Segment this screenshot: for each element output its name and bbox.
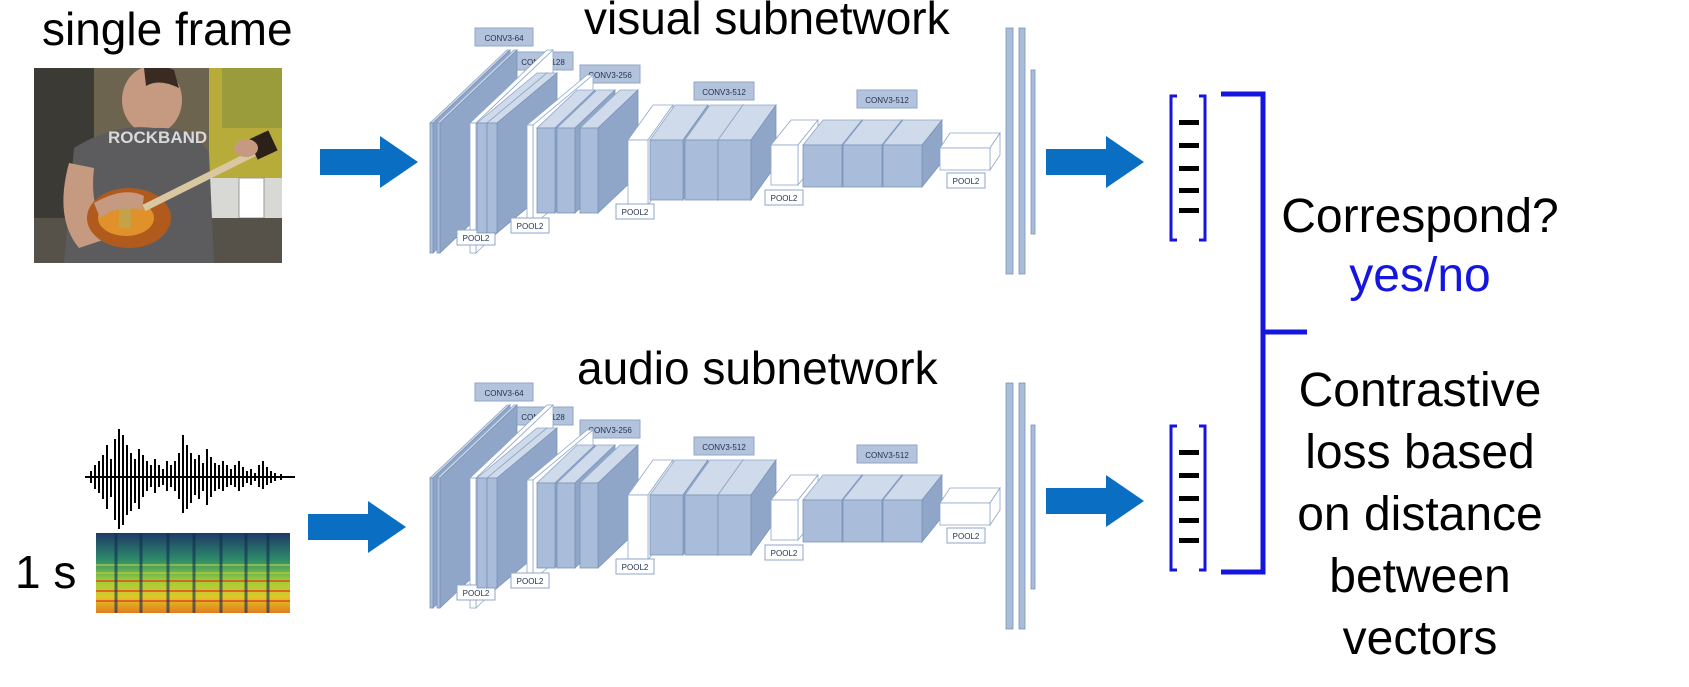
vector-element (1179, 518, 1199, 523)
contrastive-line: vectors (1342, 612, 1498, 665)
fc-layer (1030, 424, 1036, 590)
contrastive-loss-text: Contrastive loss based on distance betwe… (1280, 360, 1560, 670)
vector-element (1179, 473, 1199, 478)
fc-layer (1005, 27, 1014, 275)
conv-label: CONV3-64 (484, 389, 524, 398)
vector-element (1179, 496, 1199, 501)
pool-label: POOL2 (771, 549, 798, 558)
pool-label: POOL2 (953, 532, 980, 541)
audio-subnetwork-label: audio subnetwork (577, 342, 938, 394)
pool-label: POOL2 (517, 577, 544, 586)
conv-block-stage5 (802, 118, 943, 189)
conv-label: CONV3-256 (588, 71, 632, 80)
joining-bracket (1221, 91, 1307, 575)
vector-element (1179, 208, 1199, 213)
pool-label-box (764, 189, 804, 206)
contrastive-line: between (1329, 550, 1511, 603)
conv-label: CONV3-512 (865, 96, 909, 105)
pool-label-box (510, 572, 550, 589)
single-frame-label: single frame (42, 3, 293, 55)
pool-label-box (615, 558, 655, 575)
conv-label: CONV3-64 (484, 34, 524, 43)
vector-element (1179, 166, 1199, 171)
fc-layer (1030, 69, 1036, 235)
pool-block-stage5 (939, 131, 1001, 172)
duration-label: 1 s (15, 546, 77, 598)
conv-label: CONV3-512 (702, 443, 746, 452)
fc-layer (1018, 382, 1026, 630)
conv-label-box (474, 382, 534, 402)
yes-no-answer: yes/no (1349, 249, 1491, 302)
pool-label: POOL2 (517, 222, 544, 231)
pool-label-box (615, 203, 655, 220)
guitar-player-image: ROCKBAND (34, 65, 282, 263)
vector-element (1179, 538, 1199, 543)
conv-label: CONV3-512 (702, 88, 746, 97)
pool-label-box (764, 544, 804, 561)
conv-label-box (693, 81, 755, 101)
shirt-text: ROCKBAND (108, 128, 207, 147)
conv-label-box (579, 64, 641, 84)
spectrogram-image (96, 533, 290, 613)
pool-label: POOL2 (622, 208, 649, 217)
fc-layer (1018, 27, 1026, 275)
conv-block-stage4 (649, 103, 777, 202)
visual-output-arrow (1046, 136, 1144, 193)
conv-label-box (474, 27, 534, 47)
pool-label: POOL2 (953, 177, 980, 186)
visual-subnetwork-label: visual subnetwork (584, 0, 950, 44)
pool-label-box (946, 527, 986, 544)
conv-label-box (579, 419, 641, 439)
conv-label-box (856, 89, 918, 109)
audio-embedding-vector (1169, 424, 1207, 572)
contrastive-line: on distance (1297, 488, 1543, 541)
conv-block-stage4 (649, 458, 777, 557)
vector-element (1179, 143, 1199, 148)
visual-embedding-vector (1169, 94, 1207, 242)
pool-label: POOL2 (622, 563, 649, 572)
pool-label: POOL2 (771, 194, 798, 203)
vector-element (1179, 120, 1199, 125)
audio-input-arrow (308, 501, 406, 558)
contrastive-line: loss based (1305, 426, 1535, 479)
audio-waveform (85, 425, 295, 540)
audio-cnn-diagram: CONV3-64 CONV3-128 CONV3-256 CONV3-512 C… (428, 382, 1036, 630)
conv-block-stage3 (535, 89, 640, 214)
vector-element (1179, 450, 1199, 455)
conv-label: CONV3-256 (588, 426, 632, 435)
audio-output-arrow (1046, 475, 1144, 532)
pool-label-box (946, 172, 986, 189)
correspond-question: Correspond? (1281, 190, 1559, 243)
conv-label-box (856, 444, 918, 464)
fc-layer (1005, 382, 1014, 630)
contrastive-line: Contrastive (1298, 364, 1542, 417)
conv-label-box (693, 436, 755, 456)
visual-cnn-diagram: CONV3-64 CONV3-128 CONV3-256 CONV3-512 C… (428, 27, 1036, 275)
pool-label-box (456, 584, 496, 601)
pool-label-box (510, 217, 550, 234)
pool-label-box (456, 229, 496, 246)
pool-block-stage5 (939, 486, 1001, 527)
visual-input-arrow (320, 136, 418, 193)
pool-label: POOL2 (463, 589, 490, 598)
conv-block-stage5 (802, 473, 943, 544)
vector-element (1179, 188, 1199, 193)
pool-label: POOL2 (463, 234, 490, 243)
conv-label: CONV3-512 (865, 451, 909, 460)
